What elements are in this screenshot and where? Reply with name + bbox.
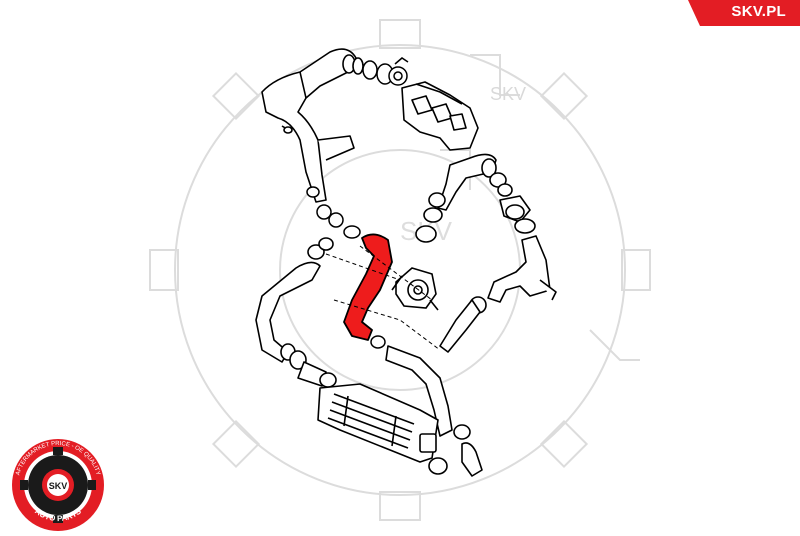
watermark-gear — [149, 19, 651, 521]
brand-banner-text[interactable]: SKV.PL — [731, 3, 786, 20]
upper-intake-pipe — [261, 48, 364, 203]
turbocharger — [391, 267, 439, 311]
highlighted-hose — [343, 233, 393, 341]
brand-banner — [688, 0, 800, 26]
badge-center-text: SKV — [49, 481, 68, 491]
middle-connectors — [306, 186, 361, 239]
guide-lines — [325, 245, 441, 351]
right-pipe-group — [415, 153, 557, 353]
upper-connectors — [362, 57, 409, 86]
watermark-text-upper: SKV — [490, 84, 526, 104]
intercooler — [317, 383, 439, 463]
left-lower-hose — [255, 237, 337, 388]
skv-badge: SKV AFTERMARKET PRICE - OE QUALITY AUTO … — [12, 439, 104, 531]
lower-connector-red — [370, 335, 386, 349]
lower-right-hose — [385, 345, 483, 477]
intake-manifold — [401, 81, 479, 151]
